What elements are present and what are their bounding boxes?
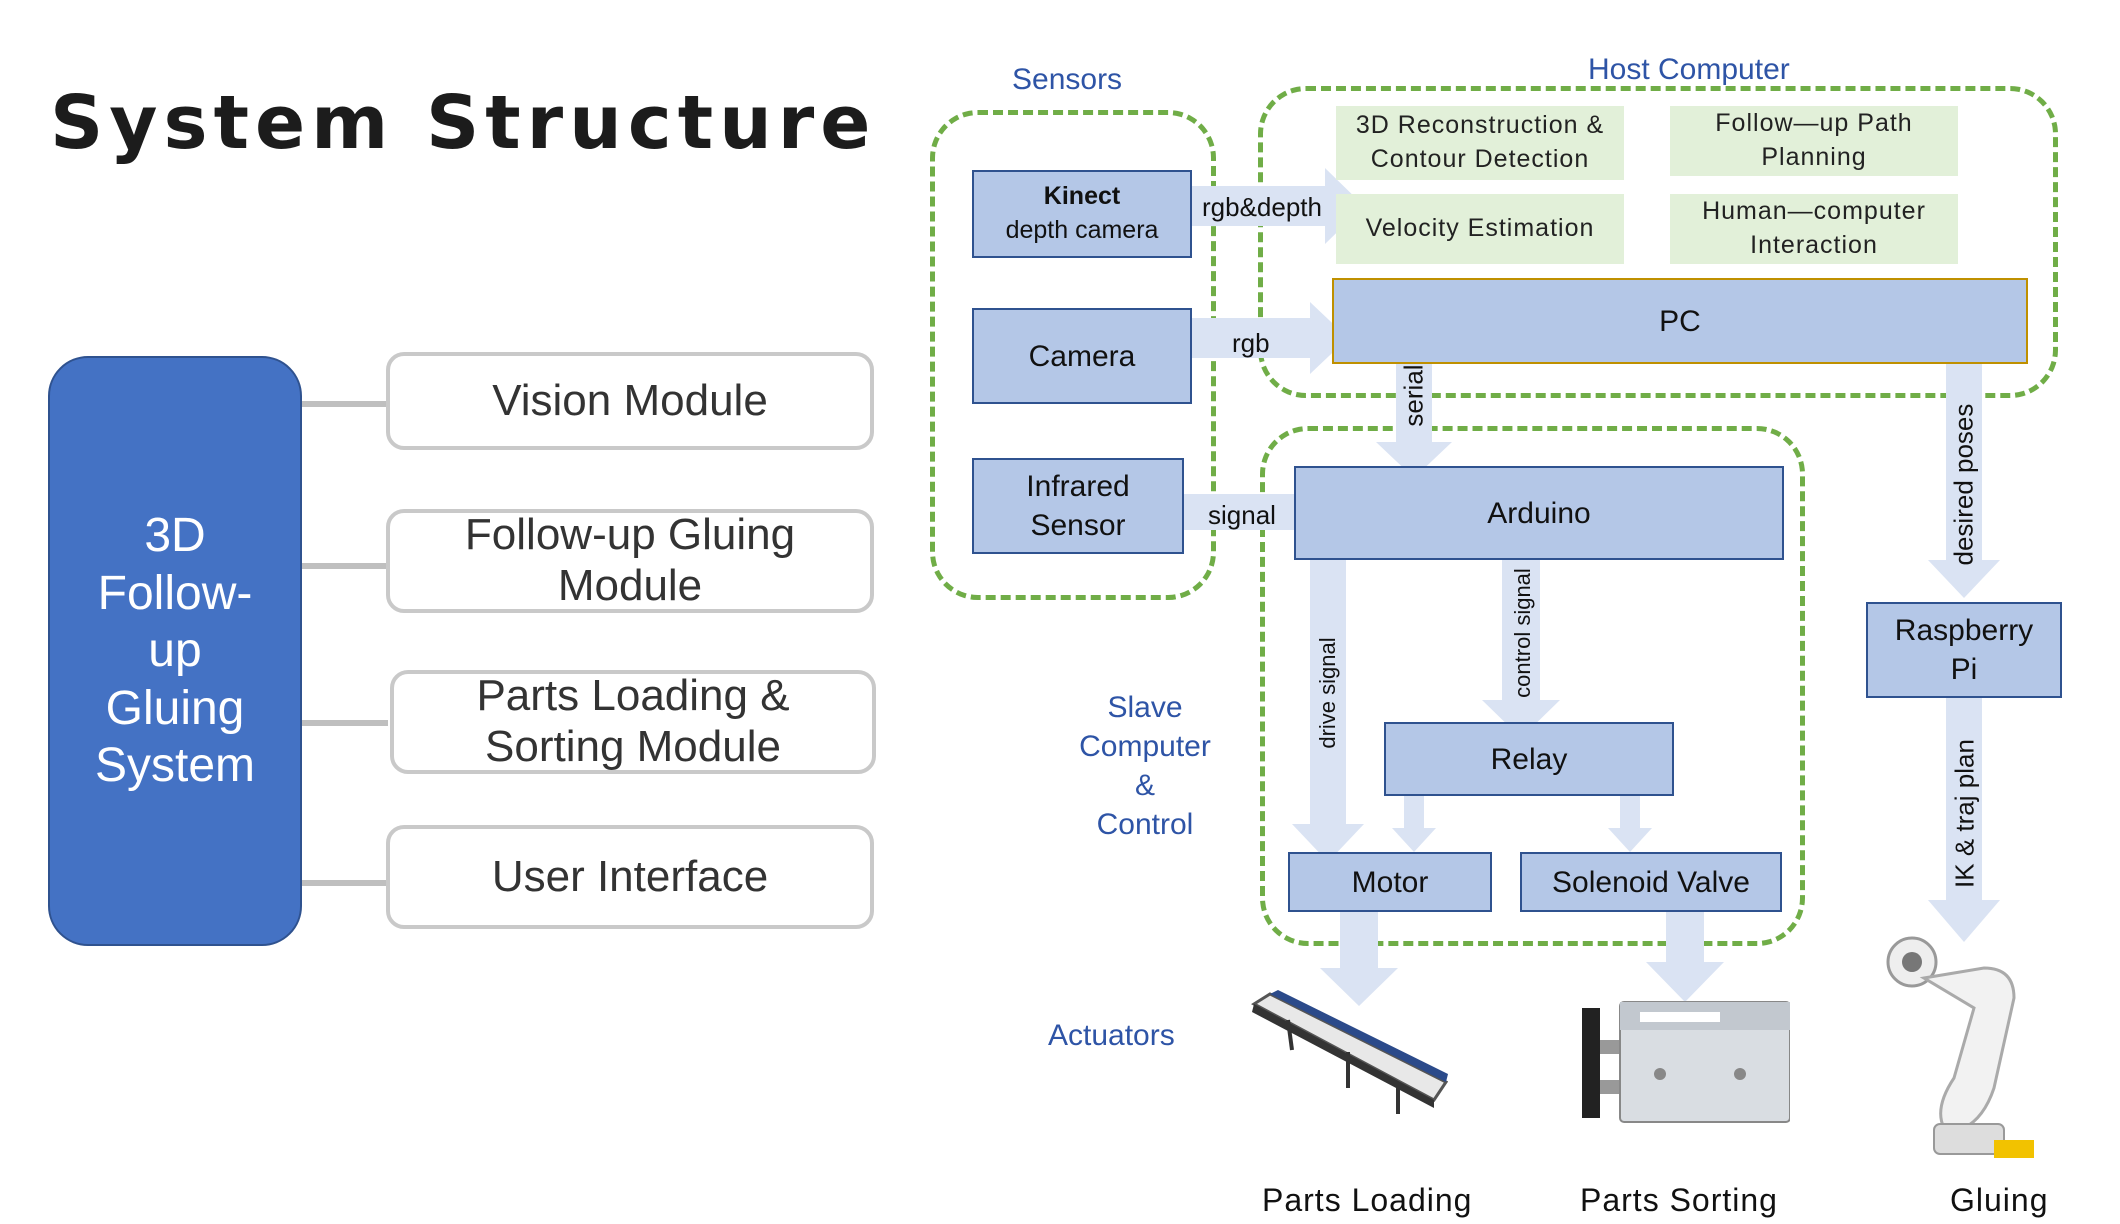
- arduino-box: Arduino: [1294, 466, 1784, 560]
- relay-box: Relay: [1384, 722, 1674, 796]
- serial-label: serial: [1398, 364, 1429, 427]
- connector-ui: [302, 880, 388, 886]
- actuators-label: Actuators: [1048, 1019, 1175, 1052]
- arrow-ik: [1928, 698, 2000, 942]
- hci-box: Human—computer Interaction: [1670, 194, 1958, 264]
- raspberry-pi-box: Raspberry Pi: [1866, 602, 2062, 698]
- control-signal-label: control signal: [1510, 568, 1535, 698]
- arrow-control-signal: [1482, 542, 1560, 738]
- motor-box: Motor: [1288, 852, 1492, 912]
- kinect-title: Kinect: [1043, 182, 1121, 211]
- arrow-desired-poses: [1928, 348, 2000, 598]
- connector-gluing: [302, 563, 388, 569]
- arrow-serial: [1376, 326, 1452, 478]
- conveyor-image: [1251, 990, 1448, 1114]
- gluing-caption: Gluing: [1950, 1182, 2049, 1218]
- kinect-box: Kinect depth camera: [972, 170, 1192, 258]
- desired-poses-label: desired poses: [1948, 403, 1979, 566]
- camera-box: Camera: [972, 308, 1192, 404]
- velocity-estimation-box: Velocity Estimation: [1336, 194, 1624, 264]
- parts-sorting-caption: Parts Sorting: [1580, 1182, 1778, 1218]
- arrow-rgb-depth: [1172, 168, 1364, 244]
- gluing-module-box: Follow-up Gluing Module: [386, 509, 874, 613]
- slave-computer-group: [1260, 426, 1805, 946]
- parts-loading-caption: Parts Loading: [1262, 1182, 1473, 1218]
- ik-traj-plan-label: IK & traj plan: [1949, 739, 1980, 888]
- slave-computer-label: Slave Computer & Control: [1079, 691, 1211, 841]
- sensors-label: Sensors: [1012, 63, 1123, 96]
- arrow-rgb: [1172, 302, 1348, 374]
- connector-vision: [302, 401, 388, 407]
- arrow-relay-motor: [1392, 772, 1436, 852]
- solenoid-valve-box: Solenoid Valve: [1520, 852, 1782, 912]
- arrow-relay-valve: [1608, 772, 1652, 852]
- reconstruction-box: 3D Reconstruction & Contour Detection: [1336, 106, 1624, 180]
- loading-sorting-module-box: Parts Loading & Sorting Module: [390, 670, 876, 774]
- host-computer-label: Host Computer: [1588, 53, 1790, 86]
- connector-loading: [302, 720, 388, 726]
- arrow-drive-signal: [1292, 540, 1364, 862]
- arrow-motor-loading: [1320, 912, 1398, 1006]
- robot-arm-image: [1886, 936, 2034, 1158]
- page-title: System Structure: [50, 80, 877, 166]
- signal-label: signal: [1208, 500, 1276, 530]
- rgb-label: rgb: [1232, 328, 1270, 358]
- path-planning-box: Follow—up Path Planning: [1670, 106, 1958, 176]
- host-computer-group: [1258, 86, 2058, 398]
- pc-box: PC: [1332, 278, 2028, 364]
- system-root-box: 3D Follow- up Gluing System: [48, 356, 302, 946]
- vision-module-box: Vision Module: [386, 352, 874, 450]
- arrow-valve-sorting: [1646, 908, 1724, 1002]
- user-interface-module-box: User Interface: [386, 825, 874, 929]
- kinect-subtitle: depth camera: [1005, 216, 1159, 244]
- infrared-sensor-box: Infrared Sensor: [972, 458, 1184, 554]
- drive-signal-label: drive signal: [1315, 637, 1340, 749]
- rgb-depth-label: rgb&depth: [1202, 192, 1322, 222]
- solenoid-cylinder-image: [1582, 1001, 1790, 1123]
